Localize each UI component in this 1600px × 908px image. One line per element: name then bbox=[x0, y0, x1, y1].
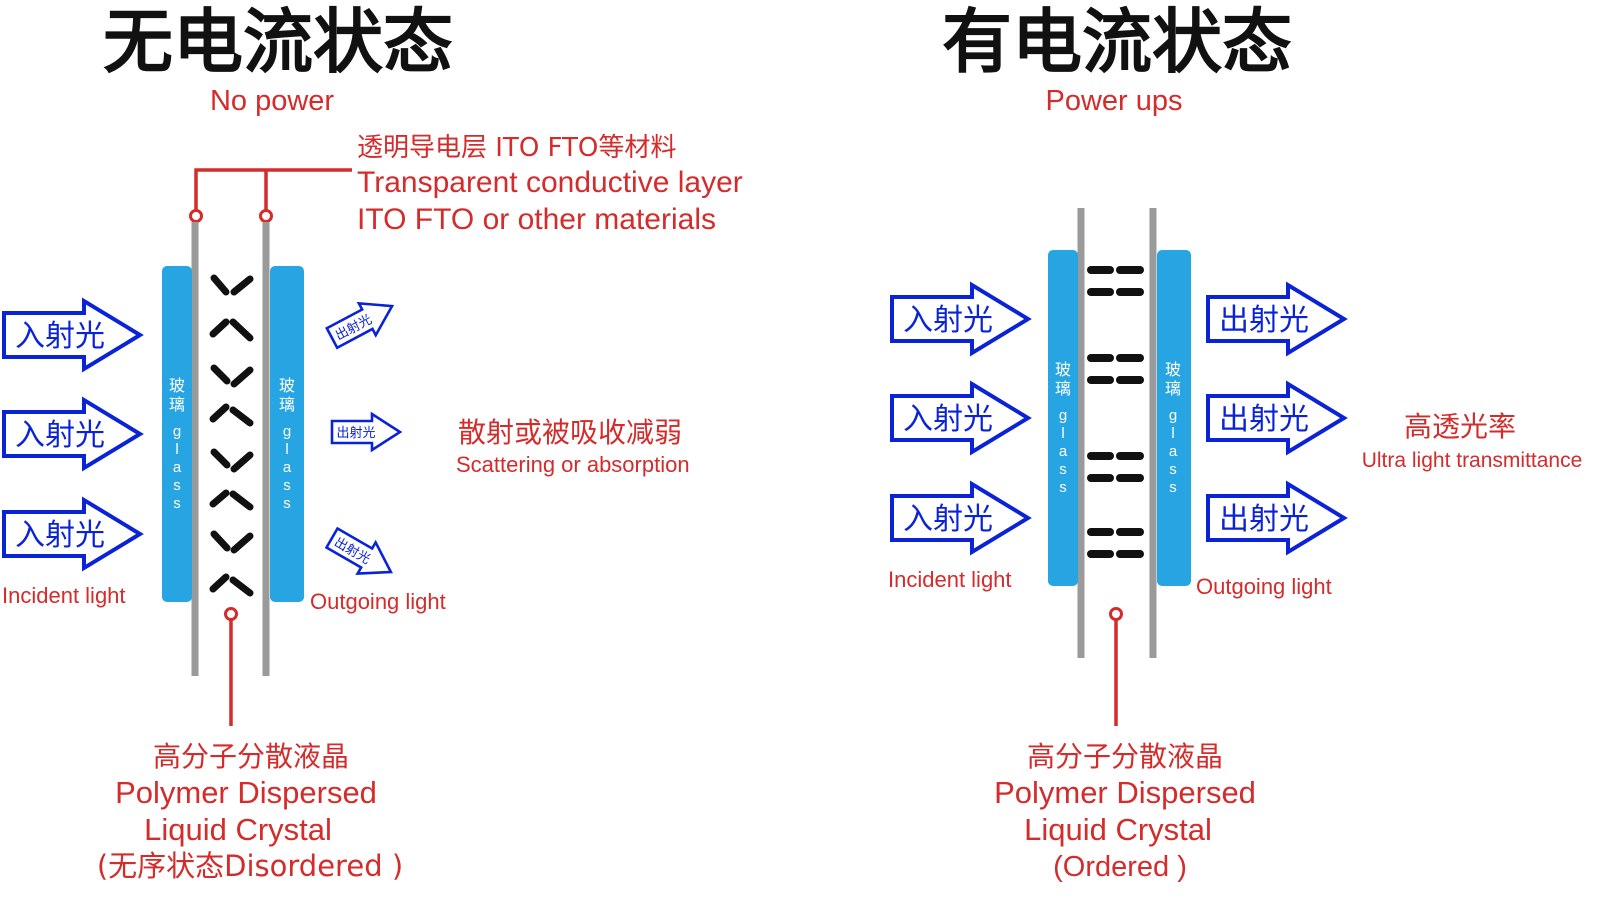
svg-text:入射光: 入射光 bbox=[903, 303, 993, 338]
svg-text:出射光: 出射光 bbox=[1219, 502, 1309, 537]
glass-pane-left bbox=[162, 266, 192, 602]
scatter-label-zh: 散射或被吸收减弱 bbox=[458, 416, 682, 449]
outgoing-light-label: Outgoing light bbox=[310, 589, 446, 614]
svg-text:入射光: 入射光 bbox=[15, 418, 105, 453]
outgoing-arrow-scattered-up: 出射光 bbox=[322, 288, 402, 356]
electrode-wiring bbox=[189, 168, 352, 223]
pdlc-state-label: (Ordered ) bbox=[1053, 851, 1187, 883]
svg-text:出射光: 出射光 bbox=[1219, 303, 1309, 338]
right-subtitle: Power ups bbox=[1045, 85, 1182, 117]
incident-arrow: 入射光 bbox=[890, 482, 1030, 554]
pdlc-label-en-1: Polymer Dispersed bbox=[115, 775, 377, 810]
left-panel: 无电流状态 No power 透明导电层 ITO FTO等材料 Transpar… bbox=[2, 1, 743, 883]
outgoing-light-label: Outgoing light bbox=[1196, 574, 1332, 599]
outgoing-arrow: 出射光 bbox=[1206, 283, 1346, 355]
svg-text:璃: 璃 bbox=[169, 395, 185, 414]
svg-text:璃: 璃 bbox=[279, 395, 295, 414]
left-title: 无电流状态 bbox=[103, 1, 453, 83]
transmittance-label-en: Ultra light transmittance bbox=[1362, 449, 1583, 472]
pdlc-pointer-dot bbox=[224, 607, 238, 621]
incident-arrow: 入射光 bbox=[2, 299, 142, 371]
pdlc-label-en-2: Liquid Crystal bbox=[144, 812, 332, 847]
outgoing-arrow-straight: 出射光 bbox=[330, 412, 402, 452]
svg-text:入射光: 入射光 bbox=[903, 402, 993, 437]
electrode-label-en-1: Transparent conductive layer bbox=[357, 166, 743, 199]
pdlc-label-zh: 高分子分散液晶 bbox=[153, 740, 349, 773]
pdlc-state-label: (无序状态Disordered ) bbox=[97, 849, 403, 883]
svg-text:璃: 璃 bbox=[1165, 379, 1181, 398]
left-subtitle: No power bbox=[210, 85, 334, 117]
liquid-crystals-ordered bbox=[1087, 266, 1144, 558]
svg-text:玻: 玻 bbox=[279, 376, 295, 395]
liquid-crystals-disordered bbox=[209, 274, 254, 597]
right-title: 有电流状态 bbox=[942, 1, 1292, 83]
svg-text:入射光: 入射光 bbox=[15, 518, 105, 553]
electrode-terminal bbox=[189, 209, 203, 223]
electrode-label-zh: 透明导电层 ITO FTO等材料 bbox=[357, 133, 676, 163]
svg-text:出射光: 出射光 bbox=[1219, 402, 1309, 437]
outgoing-arrow: 出射光 bbox=[1206, 482, 1346, 554]
outgoing-arrow: 出射光 bbox=[1206, 382, 1346, 454]
svg-text:玻: 玻 bbox=[1055, 360, 1071, 379]
incident-arrow: 入射光 bbox=[890, 382, 1030, 454]
pdlc-pointer-dot bbox=[1109, 607, 1123, 621]
scatter-label-en: Scattering or absorption bbox=[456, 452, 690, 477]
transmittance-label-zh: 高透光率 bbox=[1404, 410, 1516, 443]
glass-pane-left bbox=[1048, 250, 1078, 586]
svg-text:入射光: 入射光 bbox=[15, 319, 105, 354]
electrode-terminal bbox=[259, 209, 273, 223]
svg-text:入射光: 入射光 bbox=[903, 502, 993, 537]
electrode-label-en-2: ITO FTO or other materials bbox=[357, 203, 716, 236]
svg-text:玻: 玻 bbox=[1165, 360, 1181, 379]
svg-text:璃: 璃 bbox=[1055, 379, 1071, 398]
svg-text:玻: 玻 bbox=[169, 376, 185, 395]
pdlc-label-en-1: Polymer Dispersed bbox=[994, 775, 1256, 810]
pdlc-label-en-2: Liquid Crystal bbox=[1024, 812, 1212, 847]
incident-light-label: Incident light bbox=[888, 567, 1012, 592]
incident-arrow: 入射光 bbox=[890, 283, 1030, 355]
svg-text:出射光: 出射光 bbox=[336, 425, 375, 441]
incident-arrow: 入射光 bbox=[2, 398, 142, 470]
outgoing-arrow-scattered-down: 出射光 bbox=[321, 521, 402, 589]
incident-arrow: 入射光 bbox=[2, 498, 142, 570]
pdlc-label-zh: 高分子分散液晶 bbox=[1027, 740, 1223, 773]
glass-pane-right bbox=[1157, 250, 1191, 586]
glass-pane-right bbox=[270, 266, 304, 602]
incident-light-label: Incident light bbox=[2, 583, 126, 608]
